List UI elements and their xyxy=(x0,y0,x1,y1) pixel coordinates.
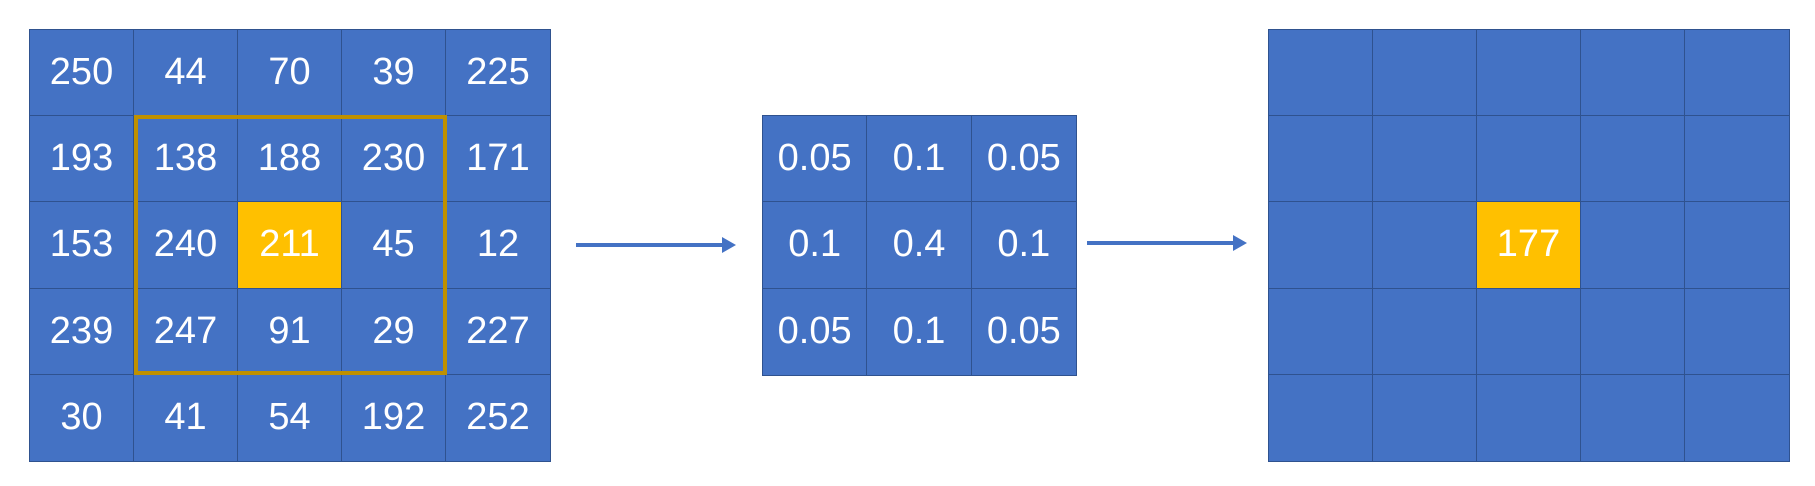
output-cell xyxy=(1373,288,1477,375)
output-cell xyxy=(1581,30,1685,117)
input-cell: 153 xyxy=(30,202,134,289)
kernel-cell: 0.05 xyxy=(971,116,1076,203)
input-cell: 239 xyxy=(30,288,134,375)
output-cell xyxy=(1269,30,1373,117)
input-cell: 171 xyxy=(446,116,550,203)
input-cell: 247 xyxy=(134,288,238,375)
output-cell xyxy=(1477,30,1581,117)
kernel-cell: 0.05 xyxy=(763,116,868,203)
output-matrix: 177 xyxy=(1268,29,1790,462)
kernel-cell: 0.1 xyxy=(867,288,972,375)
kernel-cell: 0.1 xyxy=(763,202,868,289)
output-cell xyxy=(1581,374,1685,461)
input-cell: 188 xyxy=(238,116,342,203)
kernel-cell: 0.05 xyxy=(971,288,1076,375)
input-cell: 44 xyxy=(134,30,238,117)
input-cell: 45 xyxy=(342,202,446,289)
output-cell xyxy=(1269,116,1373,203)
input-cell: 12 xyxy=(446,202,550,289)
output-cell xyxy=(1269,374,1373,461)
arrow-kernel-to-output-icon xyxy=(1087,235,1247,251)
input-cell: 250 xyxy=(30,30,134,117)
output-cell xyxy=(1477,288,1581,375)
input-cell: 91 xyxy=(238,288,342,375)
input-cell: 252 xyxy=(446,374,550,461)
output-cell xyxy=(1685,30,1789,117)
kernel-cell: 0.1 xyxy=(971,202,1076,289)
input-cell: 70 xyxy=(238,30,342,117)
output-cell xyxy=(1269,288,1373,375)
output-cell xyxy=(1373,30,1477,117)
input-cell: 30 xyxy=(30,374,134,461)
input-cell: 230 xyxy=(342,116,446,203)
output-cell: 177 xyxy=(1477,202,1581,289)
output-cell xyxy=(1685,288,1789,375)
output-cell xyxy=(1477,374,1581,461)
input-cell: 193 xyxy=(30,116,134,203)
output-cell xyxy=(1581,202,1685,289)
input-cell: 227 xyxy=(446,288,550,375)
input-cell: 29 xyxy=(342,288,446,375)
kernel-cell: 0.4 xyxy=(867,202,972,289)
input-cell: 225 xyxy=(446,30,550,117)
kernel-cell: 0.1 xyxy=(867,116,972,203)
output-cell xyxy=(1269,202,1373,289)
input-cell: 138 xyxy=(134,116,238,203)
input-cell: 240 xyxy=(134,202,238,289)
kernel-cell: 0.05 xyxy=(763,288,868,375)
input-cell: 54 xyxy=(238,374,342,461)
output-cell xyxy=(1373,116,1477,203)
output-cell xyxy=(1685,374,1789,461)
input-cell: 39 xyxy=(342,30,446,117)
input-cell: 192 xyxy=(342,374,446,461)
output-cell xyxy=(1581,288,1685,375)
output-cell xyxy=(1685,202,1789,289)
input-cell: 41 xyxy=(134,374,238,461)
output-cell xyxy=(1477,116,1581,203)
output-cell xyxy=(1581,116,1685,203)
arrow-input-to-kernel-icon xyxy=(576,237,736,253)
input-cell: 211 xyxy=(238,202,342,289)
output-cell xyxy=(1373,374,1477,461)
output-cell xyxy=(1685,116,1789,203)
output-cell xyxy=(1373,202,1477,289)
